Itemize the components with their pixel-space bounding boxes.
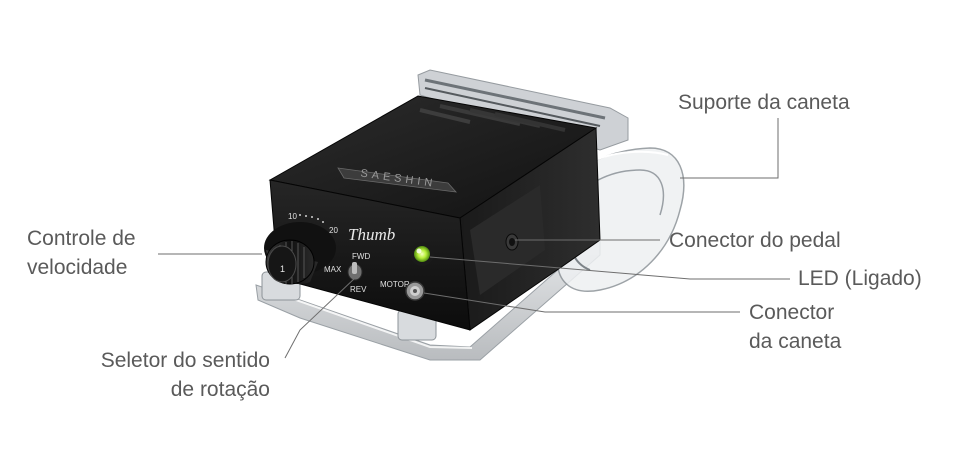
switch-rev-label: REV (350, 285, 367, 294)
label-direction-selector: Seletor do sentido de rotação (101, 346, 270, 404)
dial-label-max: MAX (324, 265, 342, 274)
label-pen-holder-text: Suporte da caneta (678, 91, 850, 114)
motor-port[interactable] (405, 281, 425, 301)
model-text: Thumb (348, 225, 395, 244)
dial-mark-text: 1 (280, 264, 285, 274)
label-pen-connector-line2: da caneta (749, 330, 842, 353)
label-speed-control-line1: Controle de (27, 227, 136, 250)
direction-switch[interactable] (347, 262, 363, 281)
dial-scale-dots (299, 214, 324, 223)
label-speed-control-line2: velocidade (27, 256, 128, 279)
label-pedal-connector-text: Conector do pedal (669, 229, 841, 252)
label-direction-line1: Seletor do sentido (100, 349, 270, 372)
label-pedal-connector: Conector do pedal (669, 226, 841, 255)
label-led-text: LED (Ligado) (798, 267, 922, 290)
pedal-port[interactable] (505, 233, 519, 251)
label-pen-holder: Suporte da caneta (678, 88, 850, 117)
speed-knob[interactable]: 1 (264, 222, 336, 285)
label-pen-connector: Conector da caneta (749, 298, 841, 356)
label-led: LED (Ligado) (798, 264, 922, 293)
label-speed-control: Controle de velocidade (27, 224, 136, 282)
dial-label-low: 10 (288, 212, 297, 221)
label-direction-line2: de rotação (170, 378, 270, 401)
leader-led (429, 256, 790, 280)
leader-direction (284, 277, 356, 359)
motor-port-label: MOTOR (380, 280, 410, 289)
switch-fwd-label: FWD (352, 252, 370, 261)
dial-label-mid: 20 (329, 226, 338, 235)
leader-lines (158, 118, 790, 359)
label-pen-connector-line1: Conector (749, 301, 835, 324)
power-led (410, 242, 434, 266)
leader-pen-holder (680, 118, 779, 179)
leader-pen-connector (423, 292, 740, 313)
